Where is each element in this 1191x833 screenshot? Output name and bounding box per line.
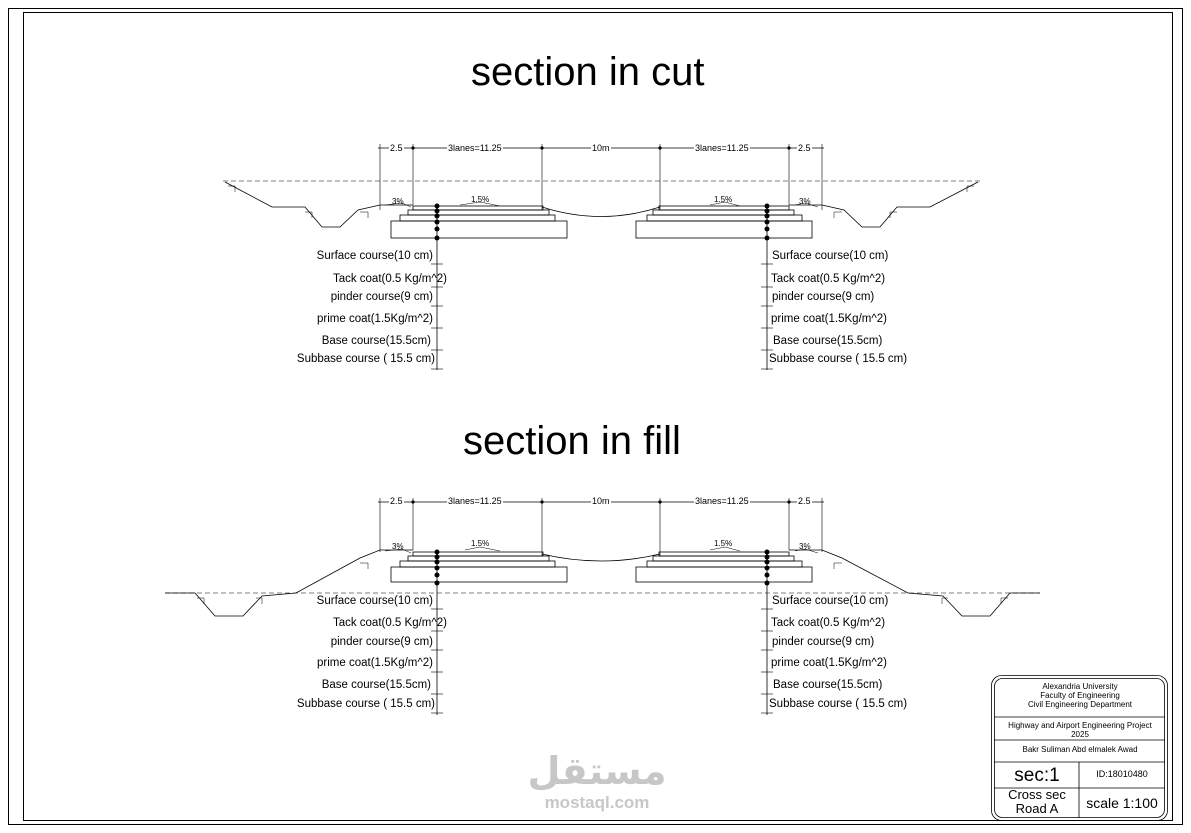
watermark-arabic: مستقل xyxy=(527,749,667,793)
tb-drawing-line1: Cross sec xyxy=(1008,787,1066,802)
slope-shoulder-right: 3% xyxy=(799,197,811,206)
fill-layer-right-6: Subbase course ( 15.5 cm) xyxy=(769,698,908,710)
fill-layer-left-2: Tack coat(0.5 Kg/m^2) xyxy=(332,617,447,629)
fill-layer-right-1: Surface course(10 cm) xyxy=(772,595,889,607)
fill-slope-lane-right: 1.5% xyxy=(714,539,733,548)
tb-university: Alexandria University xyxy=(1042,682,1118,691)
tb-scale: scale 1:100 xyxy=(1086,795,1158,811)
section-title-fill: section in fill xyxy=(463,419,681,463)
cut-layer-right-2: Tack coat(0.5 Kg/m^2) xyxy=(771,273,886,285)
watermark: مستقل mostaql.com xyxy=(522,752,672,811)
slope-lane-left: 1.5% xyxy=(471,195,490,204)
cut-layer-right-1: Surface course(10 cm) xyxy=(772,250,889,262)
fill-layer-right-2: Tack coat(0.5 Kg/m^2) xyxy=(771,617,886,629)
cut-section xyxy=(223,144,980,370)
cut-layer-left-6: Subbase course ( 15.5 cm) xyxy=(296,353,435,365)
fill-layer-left-3: pinder course(9 cm) xyxy=(330,636,433,648)
dim-lanes-right: 3lanes=11.25 xyxy=(694,143,750,153)
cut-layer-left-4: prime coat(1.5Kg/m^2) xyxy=(317,313,433,325)
cut-layer-left-2: Tack coat(0.5 Kg/m^2) xyxy=(332,273,447,285)
cut-layer-right-3: pinder course(9 cm) xyxy=(772,291,875,303)
title-block-frame xyxy=(991,675,1168,821)
tb-student: Bakr Suliman Abd elmalek Awad xyxy=(1022,745,1138,754)
fill-layer-right-4: prime coat(1.5Kg/m^2) xyxy=(771,657,887,669)
tb-drawing-line2: Road A xyxy=(1015,801,1059,817)
cut-layer-right-6: Subbase course ( 15.5 cm) xyxy=(769,353,908,365)
dim-shoulder-left: 2.5 xyxy=(389,143,404,153)
fill-dim-shoulder-left: 2.5 xyxy=(389,496,404,506)
tb-id: ID:18010480 xyxy=(1096,769,1148,779)
tb-institution: Alexandria University Faculty of Enginee… xyxy=(995,682,1165,710)
cut-layer-right-4: prime coat(1.5Kg/m^2) xyxy=(771,313,887,325)
cut-layer-left-5: Base course(15.5cm) xyxy=(321,335,431,347)
fill-layer-left-5: Base course(15.5cm) xyxy=(321,679,431,691)
dim-lanes-left: 3lanes=11.25 xyxy=(447,143,503,153)
fill-layer-left-4: prime coat(1.5Kg/m^2) xyxy=(317,657,433,669)
fill-dim-shoulder-right: 2.5 xyxy=(797,496,812,506)
tb-department: Civil Engineering Department xyxy=(1027,700,1133,710)
tb-project: Highway and Airport Engineering Project xyxy=(1008,721,1152,730)
fill-slope-shoulder-right: 3% xyxy=(799,542,811,551)
tb-sheet: sec:1 xyxy=(1014,765,1060,786)
fill-dim-median: 10m xyxy=(591,496,611,506)
slope-lane-right: 1.5% xyxy=(714,195,733,204)
tb-year: 2025 xyxy=(1071,730,1089,740)
fill-slope-lane-left: 1.5% xyxy=(471,539,490,548)
tb-drawing: Cross sec Road A xyxy=(995,787,1079,817)
watermark-latin: mostaql.com xyxy=(544,793,650,812)
cut-layer-left-3: pinder course(9 cm) xyxy=(330,291,433,303)
fill-dim-lanes-left: 3lanes=11.25 xyxy=(447,496,503,506)
fill-layer-left-1: Surface course(10 cm) xyxy=(316,595,433,607)
section-title-cut: section in cut xyxy=(471,50,705,94)
tb-project-block: Highway and Airport Engineering Project … xyxy=(995,721,1165,739)
slope-shoulder-left: 3% xyxy=(392,197,404,206)
dim-median: 10m xyxy=(591,143,611,153)
cut-layer-left-1: Surface course(10 cm) xyxy=(316,250,433,262)
fill-section xyxy=(165,498,1040,715)
fill-layer-right-3: pinder course(9 cm) xyxy=(772,636,875,648)
tb-faculty: Faculty of Engineering xyxy=(1040,691,1120,701)
fill-layer-right-5: Base course(15.5cm) xyxy=(773,679,883,691)
inner-border xyxy=(23,12,1173,821)
fill-slope-shoulder-left: 3% xyxy=(392,542,404,551)
dim-shoulder-right: 2.5 xyxy=(797,143,812,153)
fill-dim-lanes-right: 3lanes=11.25 xyxy=(694,496,750,506)
cut-layer-right-5: Base course(15.5cm) xyxy=(773,335,883,347)
fill-layer-left-6: Subbase course ( 15.5 cm) xyxy=(296,698,435,710)
outer-border xyxy=(8,8,1183,825)
